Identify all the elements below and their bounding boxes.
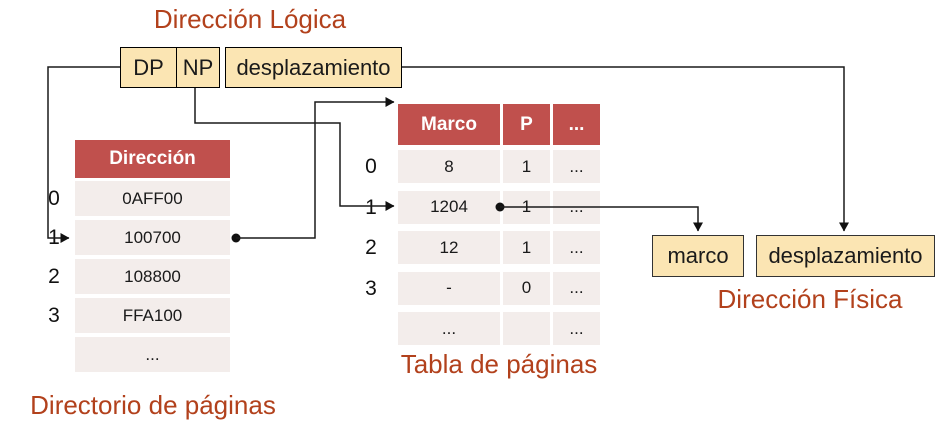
directory-entry-dot <box>231 233 241 243</box>
cell-p: 1 <box>503 150 550 183</box>
directory-row-index: 1 <box>48 226 60 249</box>
page-table-header-p: P <box>503 104 550 145</box>
table-row: FFA100 <box>75 298 230 333</box>
directory-row-index: 2 <box>48 265 60 288</box>
table-row: ... ... <box>398 312 600 345</box>
cell-more: ... <box>553 150 600 183</box>
page-directory-title: Directorio de páginas <box>30 390 276 420</box>
table-row: 12 1 ... <box>398 231 600 264</box>
physical-offset-box: desplazamiento <box>756 235 935 277</box>
cell-p: 0 <box>503 271 550 305</box>
cell-marco: 12 <box>398 231 500 264</box>
table-row: ... <box>75 337 230 372</box>
cell-more: ... <box>553 231 600 264</box>
cell-p <box>503 312 550 345</box>
table-row: 100700 <box>75 220 230 255</box>
np-box: NP <box>176 48 219 87</box>
table-row: 108800 <box>75 259 230 294</box>
table-row: - 0 ... <box>398 271 600 305</box>
cell-more: ... <box>553 312 600 345</box>
page-table-row-index: 2 <box>365 236 377 259</box>
cell-marco: 1204 <box>398 190 500 224</box>
cell-p: 1 <box>503 190 550 224</box>
page-table-header-row: Marco P ... <box>398 104 600 145</box>
table-row: 0AFF00 <box>75 181 230 216</box>
page-table-title: Tabla de páginas <box>400 349 598 379</box>
cell-marco: ... <box>398 312 500 345</box>
page-table-row-index: 0 <box>365 155 377 178</box>
dp-box: DP <box>133 54 164 80</box>
physical-address-title: Dirección Física <box>717 284 903 314</box>
cell-more: ... <box>553 271 600 305</box>
page-directory-table: Dirección 0AFF00 100700 108800 FFA100 ..… <box>75 140 230 376</box>
page-table-row-index: 3 <box>365 276 377 300</box>
page-table-row-index: 1 <box>365 195 377 219</box>
logical-address-dp-np-group: DP NP <box>120 47 220 88</box>
page-table: Marco P ... 8 1 ... 1204 1 ... 12 1 ... … <box>398 104 600 353</box>
logical-offset-box: desplazamiento <box>225 47 402 88</box>
directory-row-index: 0 <box>48 187 60 210</box>
cell-marco: - <box>398 271 500 305</box>
logical-address-title: Dirección Lógica <box>153 4 347 34</box>
directory-row-index: 3 <box>48 304 60 327</box>
page-directory-header: Dirección <box>75 140 230 178</box>
cell-marco: 8 <box>398 150 500 183</box>
cell-more: ... <box>553 190 600 224</box>
page-table-header-more: ... <box>553 104 600 145</box>
table-row: 1204 1 ... <box>398 190 600 224</box>
cell-p: 1 <box>503 231 550 264</box>
table-row: 8 1 ... <box>398 150 600 183</box>
physical-marco-box: marco <box>652 235 744 277</box>
page-table-header-marco: Marco <box>398 104 500 145</box>
